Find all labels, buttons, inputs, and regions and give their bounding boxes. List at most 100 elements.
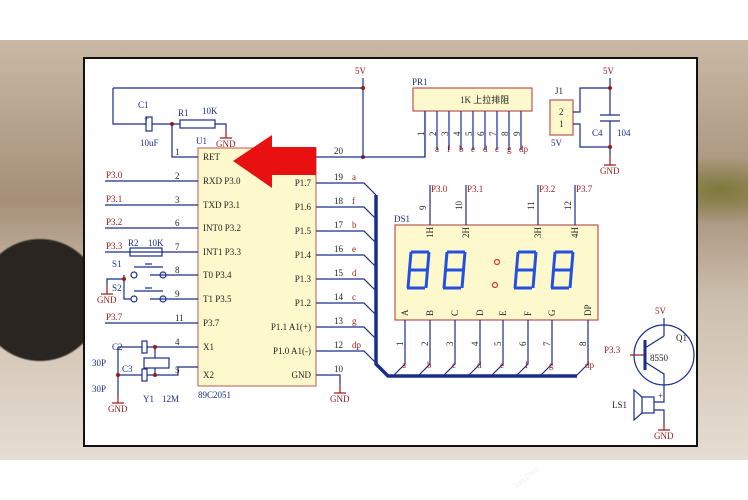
seven-segment	[424, 251, 431, 289]
pr1-ref: PR1	[412, 77, 428, 87]
pin-number: 16	[334, 244, 344, 254]
pin-number: 6	[175, 218, 180, 228]
seven-segment	[568, 251, 575, 289]
net-label: d	[352, 268, 357, 278]
digit-label: 2H	[461, 227, 471, 239]
net-label: P3.1	[467, 184, 483, 194]
speaker-cone	[633, 388, 643, 422]
ls1-ref: LS1	[612, 400, 627, 410]
wire	[442, 320, 456, 377]
junction-dot	[153, 345, 157, 349]
net-label: c	[352, 292, 356, 302]
vcc-label: 5V	[655, 306, 667, 316]
chip-pin-name: T0 P3.4	[203, 270, 232, 280]
pin-number: 17	[334, 220, 344, 230]
net-label: c	[495, 144, 499, 154]
pin-number: 4	[452, 131, 462, 136]
r1-value: 10K	[202, 106, 218, 116]
switch-contact	[159, 271, 167, 279]
wire	[392, 320, 406, 377]
ds1-ref: DS1	[394, 214, 410, 224]
pin-number: 10	[334, 364, 344, 374]
wire	[575, 320, 589, 377]
net-label: P3.1	[106, 194, 122, 204]
j1-ref: J1	[555, 86, 563, 96]
pin-number: 2	[428, 132, 438, 137]
net-label: P3.2	[539, 184, 555, 194]
switch-contact	[130, 271, 138, 279]
pin-number: 8	[578, 341, 588, 346]
net-label: c	[452, 360, 456, 370]
pin-number: 2	[559, 107, 564, 117]
net-label: dp	[519, 144, 529, 154]
q1-ref: Q1	[676, 333, 687, 343]
connector-j1	[549, 99, 574, 136]
pin-number: 1	[416, 132, 426, 137]
switch-label: S1	[112, 259, 122, 269]
pin-number: 3	[440, 131, 450, 136]
pin-number: 1	[175, 147, 180, 157]
pin-number: 9	[512, 131, 522, 136]
chip-pin-name: X1	[203, 342, 214, 352]
chip-pin-name: RET	[203, 152, 221, 162]
wire	[316, 374, 341, 385]
speaker-ls1	[641, 396, 655, 414]
seven-segment	[531, 251, 538, 289]
pin-number: 11	[175, 313, 184, 323]
pin-number: 10	[454, 201, 464, 211]
chip-pin-name: P1.3	[295, 274, 312, 284]
polarity-plus: +	[144, 114, 149, 124]
capacitor-c3	[141, 368, 148, 382]
pr1-value: 1K 上拉排阻	[460, 94, 509, 105]
wire	[171, 124, 198, 158]
seven-segment	[406, 251, 413, 289]
pin-number: 13	[334, 316, 344, 326]
pin-number: 7	[488, 131, 498, 136]
seven-segment	[550, 251, 557, 289]
y1-value: 12M	[162, 394, 179, 404]
colon-dot	[493, 258, 501, 266]
q1-part: 8550	[650, 353, 669, 363]
net-label: P3.2	[106, 217, 122, 227]
net-label: b	[352, 220, 357, 230]
vcc-label: 5V	[355, 66, 367, 76]
wire	[539, 320, 553, 377]
segment-label: G	[547, 309, 557, 316]
digit-label: 3H	[533, 227, 543, 239]
pin-number: 6	[476, 131, 486, 136]
pin-number: 3	[445, 341, 455, 346]
switch-label: S2	[112, 283, 122, 293]
chip-pin-name: INT0 P3.2	[203, 223, 241, 233]
capacitor-c2	[141, 340, 148, 354]
seven-segment	[442, 251, 449, 289]
chip-pin-name: P1.4	[295, 250, 312, 260]
red-arrow-annotation	[233, 135, 316, 188]
wire	[106, 278, 124, 286]
net-label: e	[471, 144, 475, 154]
net-label: d	[477, 360, 482, 370]
wire	[112, 88, 146, 125]
pin-number: 5	[493, 341, 503, 346]
chip-part: 89C2051	[198, 390, 231, 400]
junction-dot	[122, 277, 126, 281]
vcc-label: 5V	[603, 66, 615, 76]
pin-number: 4	[175, 337, 180, 347]
chip-pin-name: INT1 P3.3	[203, 247, 241, 257]
gnd-label: GND	[330, 394, 350, 404]
resistor-r2	[129, 247, 163, 257]
c4-value: 104	[617, 128, 631, 138]
net-label: d	[483, 144, 488, 154]
chip-pin-name: P1.5	[295, 226, 312, 236]
wire	[654, 409, 665, 422]
segment-label: A	[400, 309, 410, 316]
chip-pin-name: TXD P3.1	[203, 200, 240, 210]
digit-label: 4H	[570, 227, 580, 239]
pin-number: 1	[395, 342, 405, 347]
pin-number: 20	[334, 146, 344, 156]
pin-number: 19	[334, 172, 344, 182]
chip-pin-name: P1.7	[295, 178, 312, 188]
net-label: f	[525, 360, 528, 370]
wire	[644, 361, 665, 395]
wire	[573, 123, 610, 148]
